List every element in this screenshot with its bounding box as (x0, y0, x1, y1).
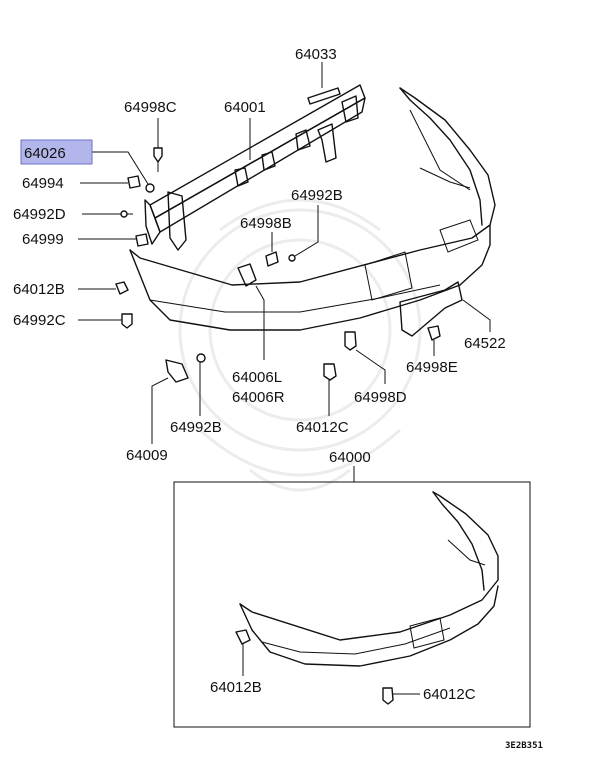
fastener-64998e[interactable] (427, 325, 441, 341)
label-64009[interactable]: 64009 (126, 447, 168, 464)
watermark-emblem (178, 198, 422, 492)
label-64012c-top[interactable]: 64012C (296, 419, 349, 436)
fastener-64992b-top[interactable] (288, 254, 296, 262)
label-64001[interactable]: 64001 (224, 99, 266, 116)
fastener-64026[interactable] (145, 183, 155, 193)
fastener-64992b-bottom[interactable] (196, 353, 206, 363)
diagram-code: 3E2B351 (505, 741, 543, 751)
bracket-64522[interactable] (399, 281, 463, 337)
label-64998b[interactable]: 64998B (240, 215, 292, 232)
rear-bumper-upper[interactable] (129, 87, 496, 331)
fastener-64998c[interactable] (153, 147, 163, 172)
label-64006l[interactable]: 64006L (232, 369, 282, 386)
fastener-64012c-top[interactable] (323, 363, 337, 381)
label-64006r[interactable]: 64006R (232, 389, 285, 406)
assembly-box-64000 (173, 481, 531, 728)
fastener-64994[interactable] (127, 175, 141, 189)
part-64001-reinforcement[interactable] (144, 84, 366, 251)
fastener-64999[interactable] (135, 233, 149, 247)
label-64012b-bottom[interactable]: 64012B (210, 679, 262, 696)
fastener-64992d[interactable] (120, 210, 133, 218)
part-64033-pad[interactable] (307, 87, 341, 105)
fastener-64012c-bottom[interactable] (382, 687, 420, 705)
label-64012c-bottom[interactable]: 64012C (423, 686, 476, 703)
fastener-64998d[interactable] (344, 331, 357, 351)
bracket-64009[interactable] (165, 359, 189, 383)
label-64026[interactable]: 64026 (24, 145, 66, 162)
label-64998e[interactable]: 64998E (406, 359, 458, 376)
bracket-64006[interactable] (237, 263, 257, 287)
leader-lines-upper (78, 62, 491, 444)
fastener-64992c[interactable] (121, 313, 133, 329)
label-64998d[interactable]: 64998D (354, 389, 407, 406)
highlight-64026 (20, 139, 93, 165)
label-64522[interactable]: 64522 (464, 335, 506, 352)
label-64998c[interactable]: 64998C (124, 99, 177, 116)
label-64992d[interactable]: 64992D (13, 206, 66, 223)
label-64012b-top[interactable]: 64012B (13, 281, 65, 298)
label-64992b-bottom[interactable]: 64992B (170, 419, 222, 436)
label-64992b-top[interactable]: 64992B (291, 187, 343, 204)
label-64000[interactable]: 64000 (329, 449, 371, 466)
label-64033[interactable]: 64033 (295, 46, 337, 63)
fastener-64012b-top[interactable] (115, 281, 129, 295)
rear-bumper-lower[interactable] (239, 491, 499, 667)
label-64992c[interactable]: 64992C (13, 312, 66, 329)
fastener-64998b[interactable] (265, 251, 279, 267)
fastener-64012b-bottom[interactable] (235, 629, 251, 676)
label-64994[interactable]: 64994 (22, 175, 64, 192)
label-64999[interactable]: 64999 (22, 231, 64, 248)
